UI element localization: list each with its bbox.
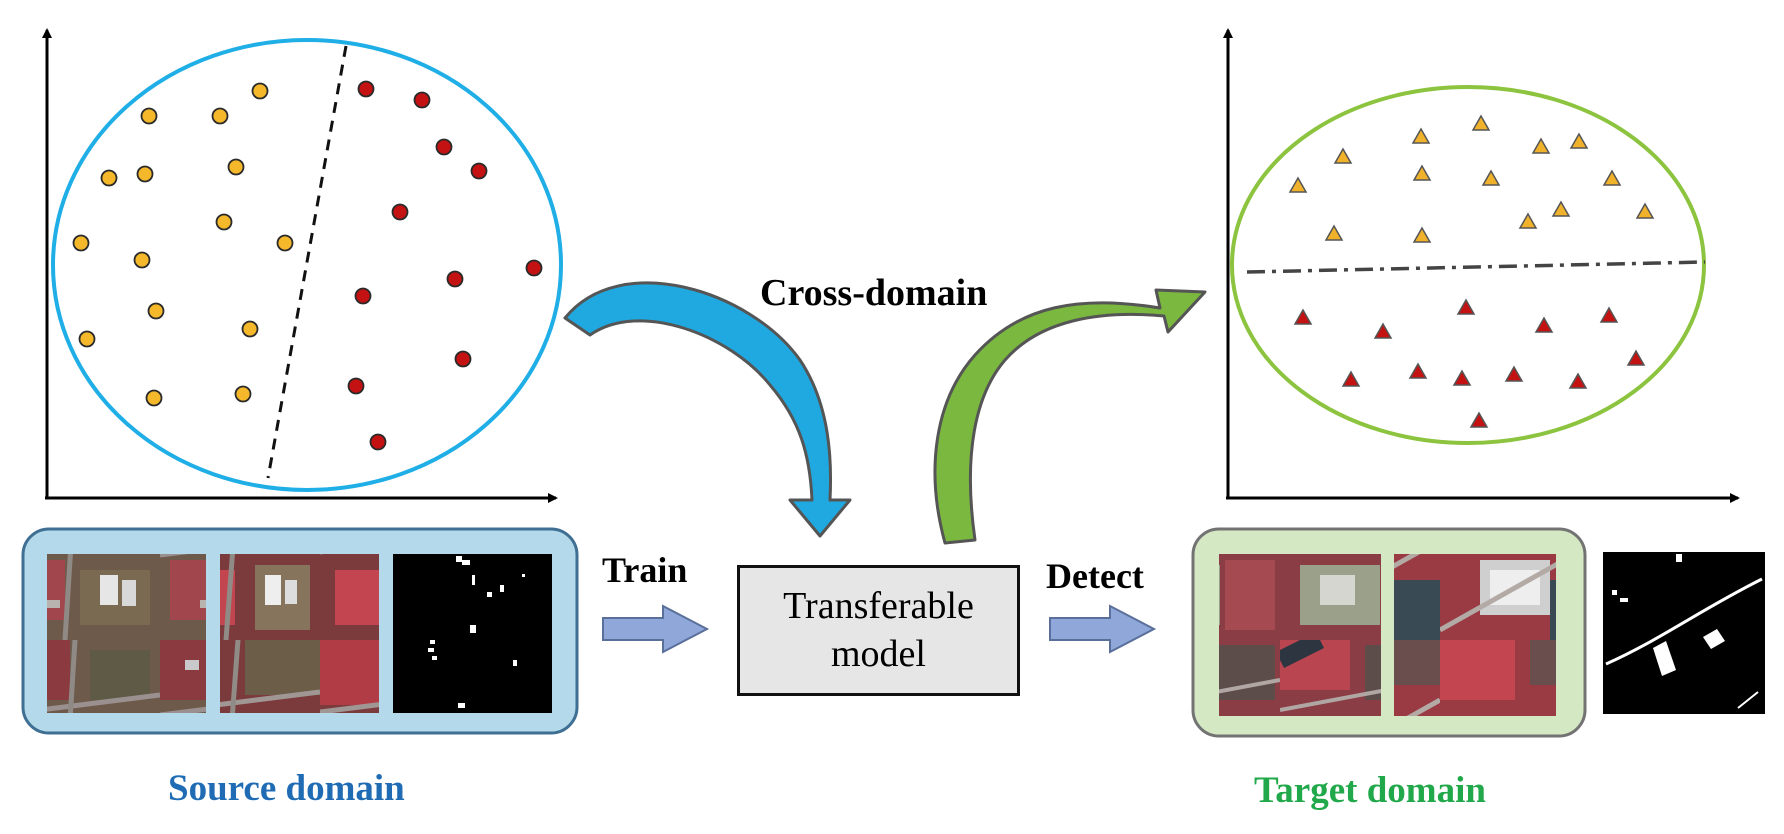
source-point-b: [357, 80, 375, 98]
target-point-b: [1373, 322, 1393, 339]
target-point-b: [1534, 316, 1554, 333]
target-point-a: [1602, 169, 1622, 186]
target-point-b: [1469, 411, 1489, 428]
target-point-b: [1456, 298, 1476, 315]
source-feature-space: [42, 28, 563, 503]
source-point-b: [525, 259, 543, 277]
target-image-panel: [1191, 527, 1765, 738]
source-point-a: [78, 330, 96, 348]
target-point-a: [1551, 200, 1571, 217]
source-point-a: [234, 385, 252, 403]
target-point-a: [1411, 127, 1431, 144]
source-point-a: [251, 82, 269, 100]
green-curved-arrow: [933, 288, 1207, 545]
target-point-a: [1518, 212, 1538, 229]
target-domain-label: Target domain: [1254, 770, 1486, 811]
source-point-a: [140, 107, 158, 125]
target-point-b: [1568, 372, 1588, 389]
target-domain-ellipse: [1230, 85, 1706, 445]
target-point-a: [1412, 164, 1432, 181]
target-class-a-points: [1288, 114, 1655, 243]
target-point-b: [1452, 369, 1472, 386]
target-class-b-points: [1293, 298, 1646, 428]
target-point-b: [1626, 349, 1646, 366]
target-point-b: [1599, 306, 1619, 323]
target-point-a: [1412, 226, 1432, 243]
target-decision-boundary: [1246, 260, 1706, 274]
target-point-b: [1341, 370, 1361, 387]
source-image-2: [220, 554, 379, 713]
source-class-b-points: [347, 80, 543, 451]
source-domain-ellipse: [51, 38, 563, 492]
source-point-b: [369, 433, 387, 451]
target-point-a: [1635, 202, 1655, 219]
detect-label: Detect: [1046, 556, 1144, 596]
target-feature-space: [1223, 28, 1740, 503]
source-point-a: [276, 234, 294, 252]
source-point-b: [454, 350, 472, 368]
blue-curved-arrow: [563, 281, 852, 538]
train-label: Train: [602, 550, 688, 590]
source-point-a: [136, 165, 154, 183]
target-point-a: [1324, 224, 1344, 241]
source-image-panel: [21, 527, 579, 735]
source-point-a: [211, 107, 229, 125]
source-point-b: [347, 377, 365, 395]
target-point-a: [1531, 137, 1551, 154]
source-point-a: [133, 251, 151, 269]
source-class-a-points: [72, 82, 294, 407]
source-point-a: [72, 234, 90, 252]
source-point-b: [391, 203, 409, 221]
target-image-1: [1219, 554, 1381, 716]
target-point-a: [1569, 132, 1589, 149]
source-point-a: [147, 302, 165, 320]
target-point-a: [1288, 176, 1308, 193]
transferable-model-box: Transferable model: [737, 565, 1020, 696]
source-decision-boundary: [266, 45, 348, 479]
target-point-b: [1293, 308, 1313, 325]
target-point-b: [1504, 365, 1524, 382]
source-point-a: [145, 389, 163, 407]
target-point-a: [1471, 114, 1491, 131]
train-arrow: [602, 604, 710, 654]
target-image-2: [1394, 554, 1556, 716]
source-point-a: [215, 213, 233, 231]
source-point-b: [413, 91, 431, 109]
source-point-a: [100, 169, 118, 187]
detect-arrow: [1049, 604, 1157, 654]
source-point-a: [227, 158, 245, 176]
source-point-a: [241, 320, 259, 338]
target-point-a: [1481, 169, 1501, 186]
transferable-model-label: Transferable model: [783, 585, 974, 675]
source-point-b: [435, 138, 453, 156]
source-point-b: [446, 270, 464, 288]
target-point-a: [1333, 147, 1353, 164]
source-image-1: [47, 554, 206, 713]
source-domain-label: Source domain: [168, 768, 405, 809]
source-change-map: [393, 554, 552, 713]
source-point-b: [470, 162, 488, 180]
target-change-map: [1603, 552, 1765, 714]
cross-domain-label: Cross-domain: [760, 272, 988, 314]
target-point-b: [1408, 362, 1428, 379]
source-point-b: [354, 287, 372, 305]
